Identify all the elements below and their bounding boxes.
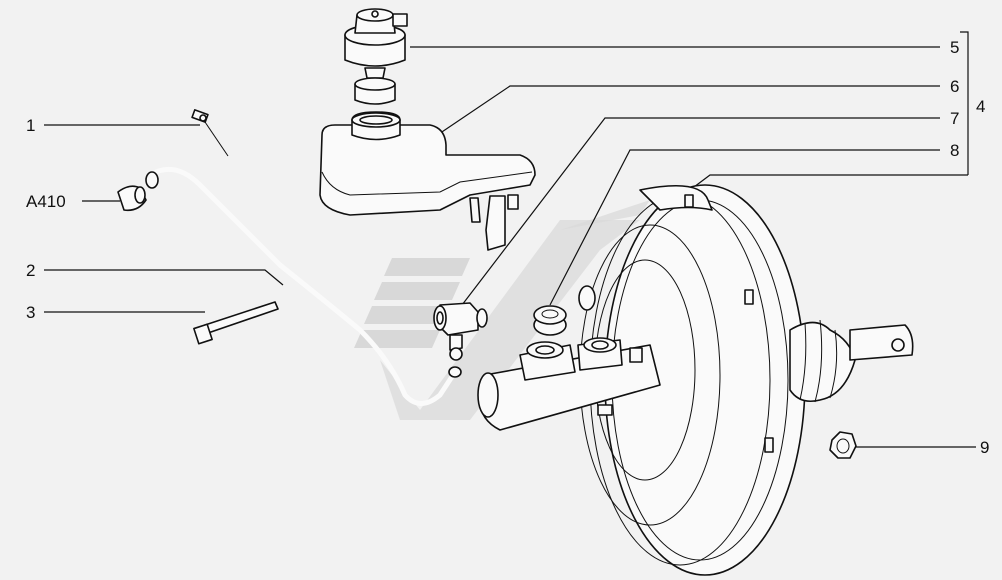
- callout-1: 1: [26, 116, 35, 135]
- leader-7: [461, 117, 940, 306]
- callout-5: 5: [950, 38, 959, 57]
- part-6-reservoir: [319, 111, 536, 251]
- part-3-cable-tie: [193, 301, 279, 345]
- callout-labels: 1 A410 2 3 5 6 7 8 4 9: [26, 38, 989, 457]
- callout-3: 3: [26, 303, 35, 322]
- part-8-plug: [533, 305, 567, 336]
- callout-9: 9: [980, 438, 989, 457]
- callout-2: 2: [26, 261, 35, 280]
- callout-8: 8: [950, 141, 959, 160]
- bracket-4: [960, 31, 969, 175]
- leader-6: [429, 85, 940, 141]
- part-2-hose: [145, 166, 462, 406]
- part-5-reservoir-cap: [344, 8, 408, 105]
- part-1-fitting: [191, 109, 229, 157]
- part-a410-clip: [117, 185, 147, 212]
- callout-6: 6: [950, 77, 959, 96]
- part-4-brake-booster: [477, 184, 914, 576]
- callout-a410: A410: [26, 192, 66, 211]
- callout-7: 7: [950, 109, 959, 128]
- part-9-nut: [829, 431, 857, 459]
- leader-2: [44, 269, 284, 286]
- part-7-fitting: [433, 302, 488, 361]
- leader-4-base: [689, 174, 968, 191]
- leader-8: [549, 149, 940, 306]
- callout-4: 4: [976, 97, 985, 116]
